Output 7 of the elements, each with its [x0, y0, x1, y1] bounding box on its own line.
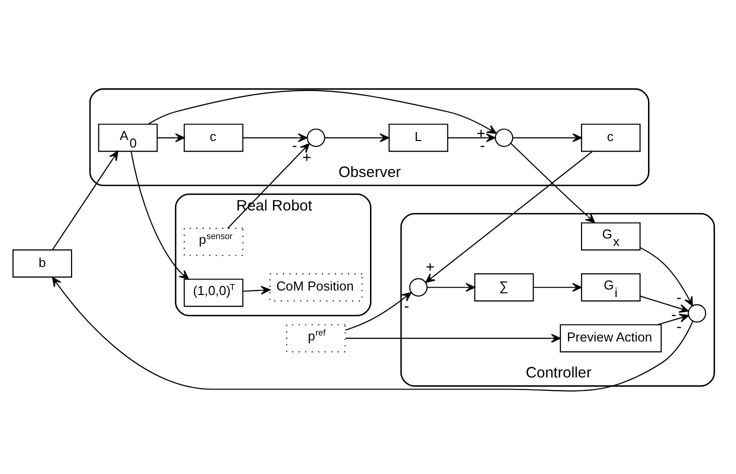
edge-label: + [302, 149, 312, 166]
edge-label: - [676, 318, 682, 335]
edge-label: - [676, 289, 682, 306]
edge-label: - [404, 298, 410, 315]
edge-label: - [671, 306, 676, 324]
edge-label: + [426, 258, 435, 276]
edge-label: - [292, 136, 298, 154]
